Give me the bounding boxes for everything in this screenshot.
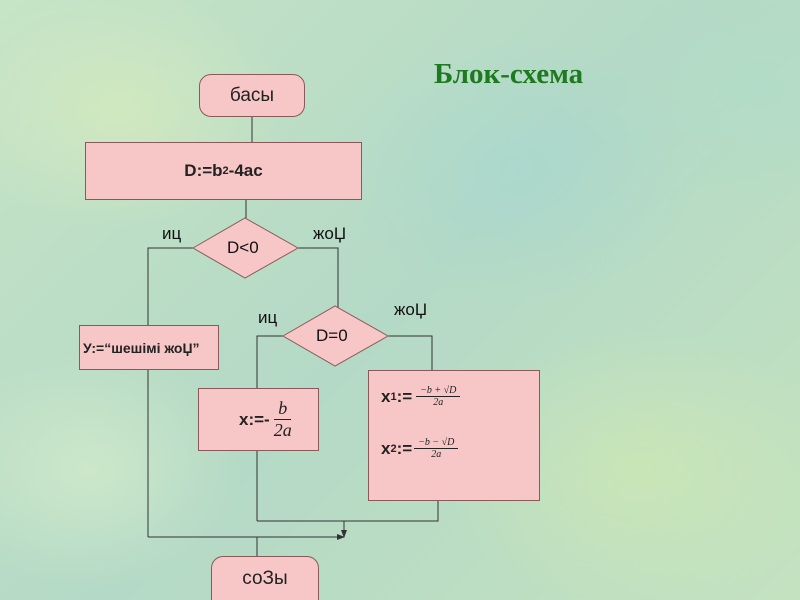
- process-d-suffix: -4ac: [228, 161, 263, 180]
- end-label: соЗы: [242, 567, 288, 589]
- decision1-text: D<0: [227, 238, 259, 257]
- single-root-fraction: b 2a: [270, 398, 296, 441]
- decision-d-equals-zero-shape: [281, 305, 390, 367]
- line-tworoots-down: [257, 501, 439, 522]
- start-terminator: басы: [199, 74, 305, 117]
- root1-assign: :=: [396, 386, 413, 406]
- decision2-yes-label: иц: [258, 308, 278, 327]
- root1-denominator: 2a: [433, 397, 444, 408]
- decision2-text: D=0: [316, 326, 348, 345]
- process-d-exponent: 2: [222, 165, 229, 177]
- root2-numerator: −b − √D: [414, 437, 459, 449]
- root1-numerator: −b + √D: [416, 385, 461, 397]
- root2-fraction: −b − √D 2a: [414, 437, 459, 460]
- start-label: басы: [229, 84, 275, 106]
- decision1-no-label: жоЏ: [313, 224, 347, 243]
- root2-assign: :=: [396, 438, 413, 458]
- process-single-root: х:=- b 2a: [198, 388, 319, 451]
- process-d-prefix: D:=b: [184, 161, 223, 180]
- line-decision2-yes: [256, 335, 283, 388]
- root2-subscript: 2: [390, 442, 397, 455]
- root2-name: х: [381, 438, 391, 458]
- page-title: Блок-схема: [434, 58, 584, 90]
- line-decision1-yes: [147, 247, 193, 325]
- decision-d-less-zero-shape: [191, 217, 300, 279]
- no-roots-text: У:=“шешімі жоЏ”: [83, 339, 200, 356]
- root1-subscript: 1: [390, 390, 397, 403]
- root1-name: х: [381, 386, 391, 406]
- decision1-yes-label: иц: [162, 224, 182, 243]
- single-root-prefix: х:=-: [239, 409, 270, 429]
- line-decision2-no: [388, 335, 433, 370]
- root1-fraction: −b + √D 2a: [416, 385, 461, 408]
- decision2-no-label: жоЏ: [394, 300, 428, 319]
- output-no-roots: У:=“шешімі жоЏ”: [79, 325, 219, 370]
- single-root-numerator: b: [274, 398, 292, 420]
- single-root-denominator: 2a: [273, 420, 292, 440]
- root2-denominator: 2a: [431, 449, 442, 460]
- line-decision1-no: [298, 247, 339, 312]
- end-terminator: соЗы: [211, 556, 319, 600]
